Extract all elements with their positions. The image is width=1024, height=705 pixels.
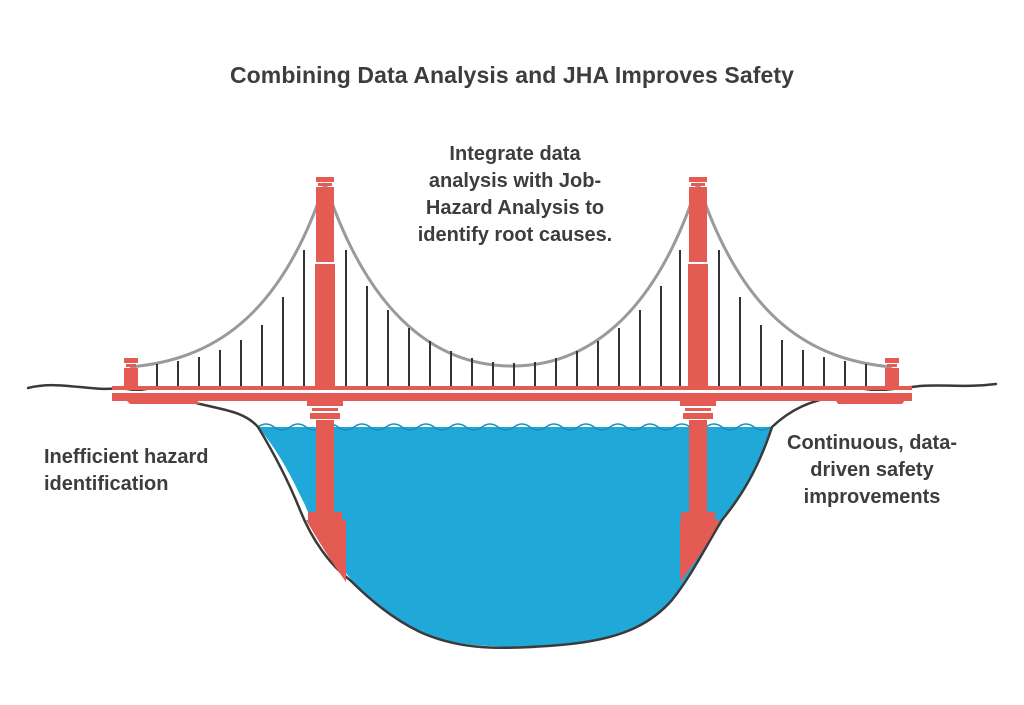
right-end-post	[885, 358, 899, 388]
label-inefficient-hazard: Inefficient hazard identification	[44, 446, 209, 495]
main-cable-center	[323, 182, 700, 368]
diagram-title: Combining Data Analysis and JHA Improves…	[229, 62, 795, 88]
main-cable-left	[129, 182, 327, 369]
left-tower	[306, 177, 346, 582]
main-cable-right	[696, 182, 893, 369]
bridge-deck	[112, 386, 912, 401]
water-body	[258, 427, 772, 647]
label-continuous-improvements: Continuous, data- driven safety improvem…	[787, 432, 957, 508]
suspender-cables	[156, 250, 867, 386]
water-surface-waves	[257, 423, 771, 431]
right-tower	[680, 177, 720, 582]
left-end-post	[124, 358, 138, 388]
ground-outline	[26, 382, 998, 650]
label-integrate-data-analysis: Integrate data analysis with Job- Hazard…	[417, 143, 613, 246]
